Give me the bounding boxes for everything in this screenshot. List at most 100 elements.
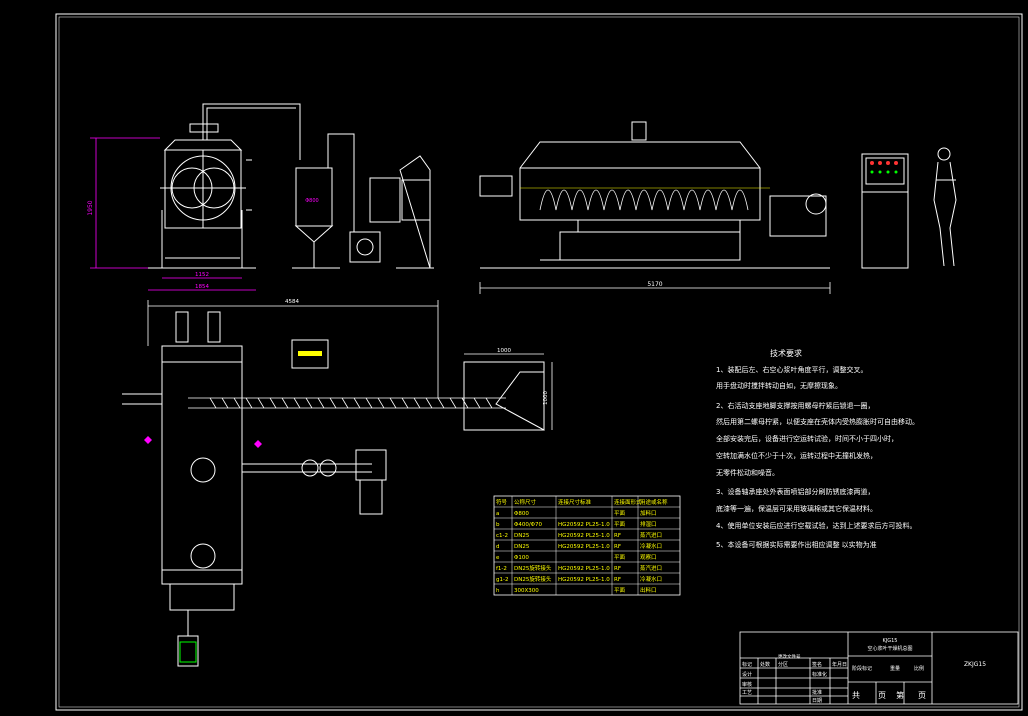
row-label: 处数: [760, 661, 770, 668]
tech-note-line: 3、设备轴承座处外表面喷铝部分刷防锈底漆两道，: [716, 487, 874, 496]
table-cell: HG20592 PL25-1.0: [558, 544, 610, 550]
stage-label: 阶段标记: [852, 665, 872, 672]
tech-note-line: 全部安装完后，设备进行空运转试验，时间不小于四小时，: [716, 434, 898, 443]
nozzle-table: 符号公称尺寸 连接尺寸标准 连接面形式用途或名称 a Φ800 平面 加料口 b Φ400/Φ7…: [493, 495, 681, 596]
table-cell: Φ800: [514, 511, 529, 517]
sheet-label: 第: [896, 690, 904, 700]
dim-hopper-height: 1000: [543, 391, 549, 405]
cyclone-separator: [292, 133, 434, 269]
sheet-label: 共: [852, 691, 860, 700]
plan-dimensions: [147, 300, 553, 430]
table-cell: b: [496, 522, 500, 528]
side-dimension: [479, 282, 831, 294]
tech-note-line: 底漆等一遍，保温层可采用玻璃棉或其它保温材料。: [716, 504, 877, 513]
human-scale-figure: [933, 147, 957, 267]
tech-note-line: 无零件松动和噪音。: [716, 468, 779, 477]
nozzle-markers: [144, 436, 262, 448]
drawing-number: ZKJG15: [964, 661, 986, 668]
table-header-cell: 符号: [496, 498, 508, 506]
tech-note-line: 空转加满水位不少于十次，运转过程中无撞机发热，: [716, 451, 877, 460]
table-cell: h: [496, 588, 500, 594]
table-cell: f1-2: [496, 566, 507, 572]
table-cell: 300X300: [514, 588, 539, 594]
table-cell: RF: [614, 533, 621, 539]
sheet-label: 页: [918, 691, 926, 700]
table-cell: HG20592 PL25-1.0: [558, 577, 610, 583]
table-cell: a: [496, 511, 499, 517]
col-label: 批准: [812, 689, 822, 696]
table-cell: e: [496, 555, 500, 561]
table-cell: 蒸汽进口: [640, 564, 662, 572]
table-cell: HG20592 PL25-1.0: [558, 533, 610, 539]
col-label: 签名: [812, 661, 822, 668]
feed-hopper: [463, 361, 545, 431]
table-cell: 冷凝水口: [640, 575, 662, 583]
dim-front-width-a: 1152: [195, 272, 209, 278]
table-cell: DN25旋转接头: [514, 575, 552, 583]
cabinet-indicator-lights: [870, 161, 898, 174]
front-view: [148, 103, 301, 269]
table-header-cell: 公称尺寸: [514, 498, 537, 506]
stage-label: 重量: [890, 665, 900, 672]
table-cell: 平面: [614, 521, 626, 528]
dim-hopper-width: 1000: [497, 348, 511, 354]
title-block-text: KJG15 空心浆叶干燥机总图 ZKJG15 标记 设计 审核 工艺 处数 分区…: [742, 638, 986, 704]
table-cell: RF: [614, 577, 621, 583]
screw-conveyor: [188, 397, 506, 409]
table-cell: 蒸汽进口: [640, 531, 662, 539]
dim-vessel-dia: Φ800: [305, 198, 318, 204]
table-cell: DN25旋转接头: [514, 564, 552, 572]
drawing-name: 空心浆叶干燥机总图: [867, 645, 912, 652]
side-elevation: [479, 121, 830, 269]
drawing-frame: [55, 13, 1023, 711]
table-cell: 出料口: [640, 586, 657, 594]
table-cell: 冷凝水口: [640, 542, 662, 550]
table-cell: HG20592 PL25-1.0: [558, 522, 610, 528]
tech-notes-list: 1、装配后左、右空心浆叶角度平行，调整交叉。 用手盘动时搅拌转动自如，无摩擦现象…: [716, 365, 919, 549]
drawing-inner-frame: [58, 16, 1020, 708]
dim-front-height: 1950: [87, 200, 94, 215]
table-cell: RF: [614, 566, 621, 572]
table-cell: g1-2: [496, 577, 508, 583]
table-cell: Φ400/Φ70: [514, 522, 543, 528]
tech-note-line: 用手盘动时搅拌转动自如，无摩擦现象。: [716, 381, 842, 390]
row-label: 标记: [742, 661, 752, 668]
table-cell: c1-2: [496, 533, 508, 539]
table-header-cell: 连接面形式: [614, 498, 642, 506]
dim-front-width-b: 1854: [195, 284, 209, 290]
model-number: KJG15: [883, 638, 898, 644]
tech-note-line: 2、右活动支座地脚支撑按用螺母柠紧后锁退一圈，: [716, 401, 874, 410]
paddle-spiral: [520, 187, 770, 211]
plan-view: [122, 311, 387, 667]
table-header-cell: 用途或名称: [640, 498, 668, 506]
tech-note-line: 5、本设备可根据实际需要作出相应调整 以实物为准: [716, 540, 877, 549]
stage-label: 比例: [914, 665, 924, 672]
row-label: 设计: [742, 671, 752, 678]
table-cell: HG20592 PL25-1.0: [558, 566, 610, 572]
table-cell: 加料口: [640, 509, 657, 517]
dim-plan-length: 4584: [285, 299, 299, 305]
sheet-label: 页: [878, 691, 886, 700]
table-cell: 平面: [614, 587, 626, 594]
table-header-cell: 连接尺寸标准: [558, 498, 592, 506]
table-cell: RF: [614, 544, 621, 550]
table-cell: d: [496, 544, 500, 550]
table-cell: Φ100: [514, 555, 529, 561]
col-label: 年月日: [832, 661, 847, 668]
row-label: 工艺: [742, 690, 752, 696]
table-cell: 观察口: [640, 553, 657, 561]
tech-note-line: 然后用第二螺母柠紧，以便支座在壳体内受热膨胀时可自由移动。: [716, 417, 919, 426]
front-view-dimensions: [90, 137, 256, 291]
tech-note-line: 4、使用单位安装后应进行空载试验，达到上述要求后方可投料。: [716, 521, 916, 530]
table-cell: DN25: [514, 533, 530, 539]
tech-notes-title: 技术要求: [770, 348, 802, 358]
drive-motor: [179, 641, 197, 663]
control-cabinet: [861, 153, 909, 269]
table-cell: 平面: [614, 554, 626, 561]
date-label: 日期: [812, 698, 822, 704]
col-label: 更改文件号: [778, 653, 801, 660]
table-cell: 平面: [614, 510, 626, 517]
table-cell: DN25: [514, 544, 530, 550]
table-cell: 排湿口: [640, 520, 657, 528]
